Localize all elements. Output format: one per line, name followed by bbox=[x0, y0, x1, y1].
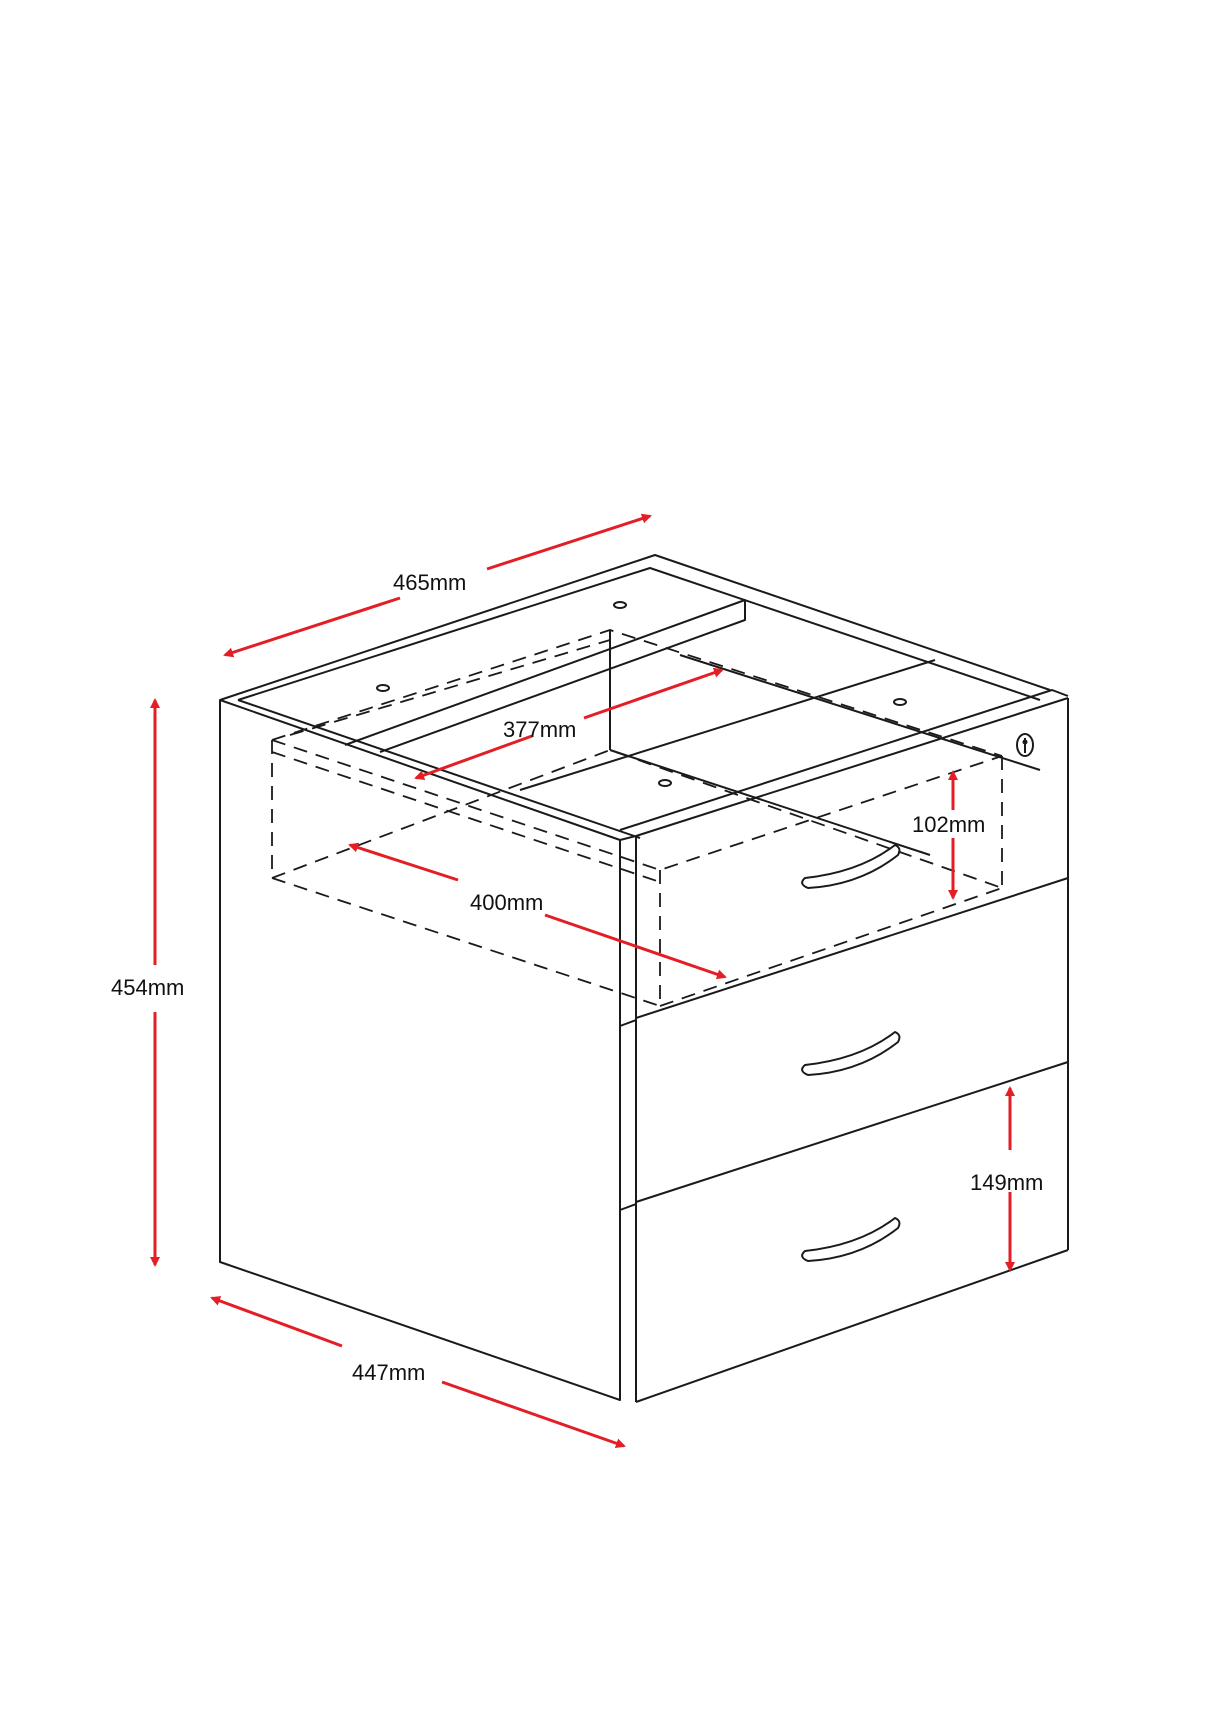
drawer-separator bbox=[619, 1019, 637, 1027]
mount-hole bbox=[613, 601, 627, 609]
inner-rail-1 bbox=[519, 659, 936, 791]
mount-hole bbox=[376, 684, 390, 692]
dim-width-arrow-left bbox=[223, 596, 401, 658]
drawer-handle-bottom bbox=[801, 1217, 901, 1262]
dimension-lines bbox=[150, 513, 1015, 1449]
side-panel bbox=[219, 699, 621, 1401]
dim-inner-width-arrow-right bbox=[583, 667, 724, 720]
inner-rail-3 bbox=[679, 654, 1041, 771]
label-inner-depth: 400mm bbox=[470, 890, 543, 915]
drawers bbox=[619, 733, 1069, 1262]
label-bottom-drawer-height: 149mm bbox=[970, 1170, 1043, 1195]
top-inner-back-edge bbox=[237, 567, 1041, 701]
label-top-drawer-height: 102mm bbox=[912, 812, 985, 837]
dim-depth-arrow-right bbox=[441, 1380, 626, 1449]
label-depth: 447mm bbox=[352, 1360, 425, 1385]
front-top-edge-2 bbox=[635, 697, 1069, 837]
label-height: 454mm bbox=[111, 975, 184, 1000]
mount-hole bbox=[893, 698, 907, 706]
inner-rail-2 bbox=[609, 749, 931, 856]
drawer-handle-top bbox=[801, 844, 901, 889]
top-back-edge bbox=[219, 554, 1051, 701]
front-corner-edge bbox=[619, 835, 637, 841]
drawer-box-hidden bbox=[271, 629, 1003, 1007]
dim-depth-arrow-left bbox=[210, 1296, 343, 1348]
front-top-edge bbox=[619, 689, 1069, 831]
dim-width-arrow-right bbox=[486, 513, 652, 571]
front-bottom-edge bbox=[635, 1249, 1069, 1403]
drawer-handle-middle bbox=[801, 1031, 901, 1076]
dim-inner-depth-arrow-left bbox=[348, 842, 459, 882]
drawer-separator bbox=[635, 877, 1069, 1019]
cabinet-body bbox=[219, 554, 1069, 1403]
drawer-separator bbox=[635, 1061, 1069, 1203]
dim-inner-depth-arrow-right bbox=[544, 913, 727, 980]
drawer-separator bbox=[619, 1203, 637, 1211]
label-width: 465mm bbox=[393, 570, 466, 595]
label-inner-width: 377mm bbox=[503, 717, 576, 742]
mount-hole bbox=[658, 779, 672, 787]
keyhole-lock-icon bbox=[1016, 733, 1034, 757]
dim-inner-width-arrow-left bbox=[414, 734, 533, 780]
dimension-labels: 465mm 454mm 447mm 377mm 400mm 102mm 149m… bbox=[111, 570, 1043, 1385]
rear-rail bbox=[344, 599, 746, 753]
